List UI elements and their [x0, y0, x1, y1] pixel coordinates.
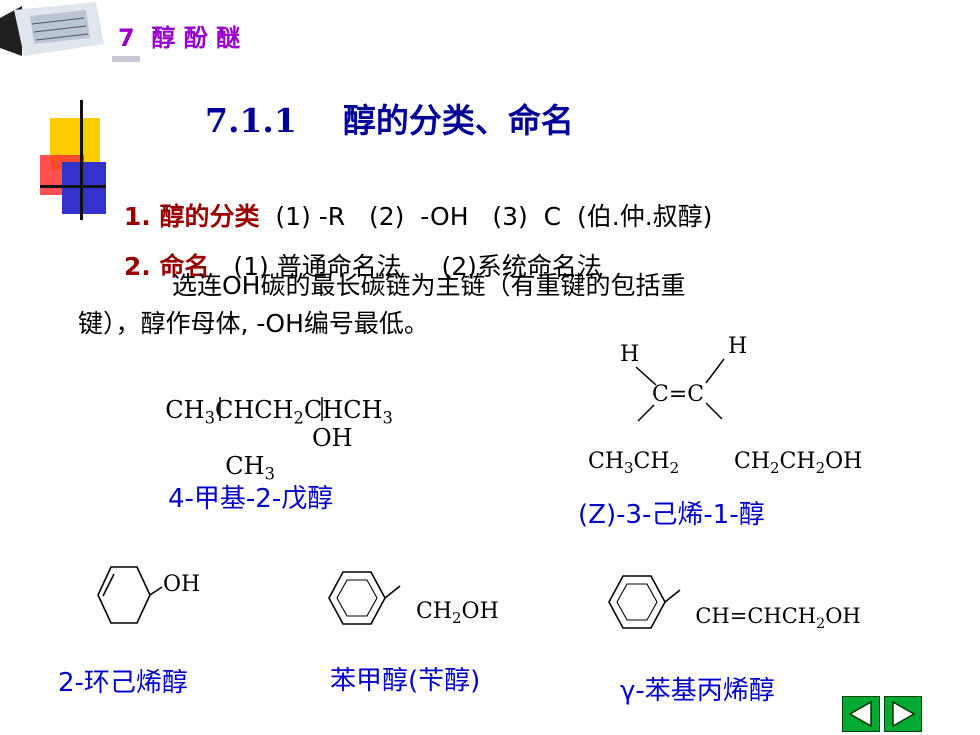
structure-1-hydroxyl: OH: [312, 424, 353, 452]
structure-2-name: (Z)-3-己烯-1-醇: [578, 500, 765, 530]
structure-2-ethyl: CH3CH2: [588, 449, 680, 478]
next-slide-button[interactable]: [884, 696, 922, 732]
naming-line: 2. 命名 (1) 普通命名法 (2)系统命名法: [108, 218, 602, 283]
structure-2-h-left: H: [620, 342, 640, 367]
rule-text-line-2: 键），醇作母体, -OH编号最低。: [78, 309, 429, 338]
structure-1-methyl: CH3: [225, 452, 275, 484]
structure-5-name: γ-苯基丙烯醇: [620, 676, 775, 706]
structure-4-name: 苯甲醇(苄醇): [330, 666, 481, 696]
structure-1-name: 4-甲基-2-戊醇: [168, 484, 334, 514]
structure-2-hydroxyethyl: CH2CH2OH: [734, 449, 863, 478]
structure-2-h-right: H: [728, 334, 748, 359]
naming-label: 2. 命名: [123, 252, 210, 281]
decor-squares: [40, 100, 115, 225]
triangle-left-icon: [848, 700, 872, 728]
structure-3-name: 2-环己烯醇: [58, 668, 188, 698]
prev-slide-button[interactable]: [842, 696, 880, 732]
header-underline: [112, 56, 140, 62]
structure-5-benzene-ring: [608, 575, 681, 629]
structure-5-group: CH=CHCH2OH: [695, 604, 861, 632]
rule-text-line-1: 选连OH碳的最长碳链为主链（有重键的包括重: [172, 271, 686, 300]
header-logo: [0, 0, 110, 60]
structure-2-bonds: [635, 358, 725, 422]
section-title: 7.1.1 醇的分类、命名: [205, 101, 574, 140]
header-title: 7 醇 酚 醚: [118, 24, 241, 52]
structure-1-bonds: [219, 397, 323, 421]
triangle-right-icon: [892, 700, 916, 728]
structure-4-group: CH2OH: [416, 599, 499, 628]
structure-4-benzene-ring: [328, 571, 401, 625]
naming-text: (1) 普通命名法 (2)系统命名法: [209, 252, 602, 281]
structure-3-ring: [97, 566, 163, 624]
classification-label: 1. 醇的分类: [123, 202, 260, 231]
classification-text: (1) -R (2) -OH (3) C (伯.仲.叔醇): [259, 202, 713, 231]
structure-2-double-bond: C=C: [652, 382, 705, 407]
structure-1-main-chain: CH3CHCH2CHCH3: [165, 396, 393, 428]
classification-line: 1. 醇的分类 (1) -R (2) -OH (3) C (伯.仲.叔醇): [108, 168, 713, 233]
structure-3-hydroxyl: OH: [163, 572, 201, 597]
